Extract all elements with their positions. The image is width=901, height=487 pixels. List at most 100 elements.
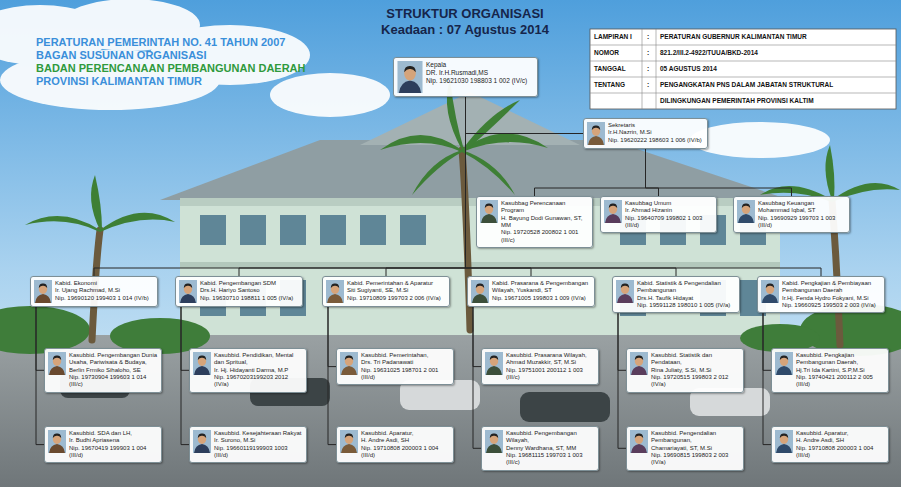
photo-shoulders	[481, 214, 497, 223]
portrait-photo	[761, 280, 779, 303]
photo-shoulders	[194, 366, 210, 375]
chart-heading: BAGAN SUSUNAN ORGANISASI	[36, 49, 207, 61]
photo-hair	[53, 356, 61, 360]
portrait-photo	[48, 352, 66, 375]
photo-ground	[587, 122, 605, 145]
officer-detail: Ir. Budhi Apriasena	[69, 437, 158, 444]
photo-shoulders	[49, 444, 65, 453]
regulation-heading: PERATURAN PEMERINTAH NO. 41 TAHUN 2007	[36, 36, 285, 48]
portrait-photo	[326, 280, 344, 303]
position-title: Kabid. Pemerintahan & Aparatur	[347, 280, 446, 287]
org-connector	[618, 313, 626, 370]
officer-detail: H. Bayung Dodi Gunawan, ST, MM	[501, 215, 589, 230]
table-cell: :	[647, 49, 649, 56]
photo-face	[404, 67, 416, 81]
position-box: Kasubbid. Statistik dan Pendataan,Rina J…	[626, 348, 744, 393]
photo-shoulders	[180, 294, 196, 303]
officer-detail: Nip. 19591128 198010 1 005 (IV/a)	[637, 302, 736, 309]
portrait-photo	[630, 352, 648, 375]
photo-shoulders	[194, 444, 210, 453]
org-connector	[466, 97, 822, 276]
portrait-photo	[630, 430, 648, 453]
position-box: Kabid. Prasarana & Pengembangan Wilayah,…	[467, 276, 595, 307]
org-connector	[646, 149, 792, 196]
photo-shoulders	[776, 444, 792, 453]
position-box: Kasubbag Perencanaan ProgramH. Bayung Do…	[476, 196, 593, 248]
officer-detail: Nip. 19660925 199503 2 003 (IV/a)	[782, 302, 881, 309]
photo-shoulders	[486, 444, 502, 453]
photo-ground	[485, 430, 503, 453]
photo-hair	[490, 434, 498, 438]
photo-hair	[345, 356, 353, 360]
photo-ground	[775, 352, 793, 375]
position-title: Sekretaris	[608, 122, 704, 129]
photo-ground	[630, 352, 648, 375]
photo-face	[485, 204, 493, 214]
photo-shoulders	[631, 366, 647, 375]
officer-detail: Denny Wardhana, ST, MM	[506, 445, 595, 452]
photo-face	[766, 284, 774, 294]
text-column: Kasubbid. Pengembangan Dunia Usaha, Pari…	[69, 352, 158, 389]
text-column: Kabid. EkonomiIr. Ujang Rachmad, M.SiNip…	[55, 280, 154, 302]
photo-shoulders	[776, 366, 792, 375]
officer-detail: Nip. 19630710 198811 1 005 (IV/a)	[200, 295, 299, 302]
photo-ground	[193, 430, 211, 453]
photo-shoulders	[588, 136, 604, 145]
portrait-photo	[737, 200, 755, 223]
position-title: Kepala	[426, 61, 534, 69]
photo-hair	[53, 434, 61, 438]
officer-detail: Nip. 19631025 198701 2 001 (III/d)	[361, 367, 450, 382]
org-connector	[466, 97, 532, 276]
position-title: Kasubbid. Prasarana Wilayah,	[506, 352, 595, 359]
photo-shoulders	[35, 294, 51, 303]
position-title: Kabid. Prasarana & Pengembangan Wilayah,…	[492, 280, 591, 295]
officer-detail: Ir.H.Nazrin, M.Si	[608, 129, 704, 136]
photo-hair	[635, 356, 643, 360]
text-column: Kabid. Pengembangan SDMDrs.H. Hariyo San…	[200, 280, 299, 302]
position-title: Kasubbid. Statistik dan Pendataan,	[651, 352, 740, 367]
text-column: Kabid. Pengkajian & Pembiayaan Pembangun…	[782, 280, 881, 309]
officer-detail: Nip. 19690815 199803 2 003 (IV/a)	[651, 452, 740, 467]
position-box: SekretarisIr.H.Nazrin, M.SiNip. 19620222…	[583, 118, 708, 149]
org-connector	[181, 307, 189, 445]
position-box: Kabid. Pemerintahan & AparaturSiti Sugiy…	[322, 276, 450, 307]
photo-ground	[340, 352, 358, 375]
position-box: Kasubbid. Pemerintahan,Drs. Tri Padanawa…	[336, 348, 454, 385]
officer-detail: Nip. 19670419 199903 1 004 (III/d)	[69, 445, 158, 460]
photo-hair	[742, 204, 750, 208]
officer-detail: Rina Juliaty, S.Si, M.Si	[651, 367, 740, 374]
photo-shoulders	[49, 366, 65, 375]
photo-shoulders	[762, 294, 778, 303]
officer-detail: Nip. 19620222 198603 1 006 (IV/b)	[608, 137, 704, 144]
officer-detail: Ir. Surono, M.Si	[214, 437, 303, 444]
position-box: Kasubbid. Pengkajian Pembangunan Daerah,…	[771, 348, 889, 393]
province-heading: PROVINSI KALIMANTAN TIMUR	[36, 75, 202, 87]
photo-hair	[490, 356, 498, 360]
position-title: Kasubbid. Pengendalian Pembangunan,	[651, 430, 740, 445]
photo-ground	[761, 280, 779, 303]
officer-detail: Ahmad Muzakkir, ST, M.Si	[506, 359, 595, 366]
portrait-photo	[775, 352, 793, 375]
officer-detail: Ir. Hj. Hidayanti Darma, M.P	[214, 367, 303, 374]
photo-hair	[485, 204, 493, 208]
officer-detail: Nip. 19671005 199803 1 009 (IV/a)	[492, 295, 591, 302]
text-column: Kasubbag UmumIr. Ahmad HizaninNip. 19640…	[625, 200, 713, 229]
photo-face	[198, 356, 206, 366]
photo-shoulders	[327, 294, 343, 303]
text-column: Kasubbag KeuanganMohammad Iqbal, STNip. …	[758, 200, 846, 229]
photo-face	[490, 434, 498, 444]
table-cell: PENGANGKATAN PNS DALAM JABATAN STRUKTURA…	[660, 81, 833, 88]
photo-face	[609, 204, 617, 214]
officer-detail: Drs.H. Hariyo Santoso	[200, 287, 299, 294]
photo-shoulders	[738, 214, 754, 223]
officer-detail: H. Andre Asdi, SH	[796, 437, 885, 444]
position-title: Kasubbid. Aparatur,	[361, 430, 450, 437]
text-column: Kasubbid. Kesejahteraan RakyatIr. Surono…	[214, 430, 303, 459]
photo-shoulders	[605, 214, 621, 223]
officer-detail: DR. Ir.H.Rusmadi,MS	[426, 69, 534, 77]
photo-face	[198, 434, 206, 444]
photo-face	[780, 356, 788, 366]
org-connector	[535, 149, 646, 196]
org-connector	[466, 97, 584, 134]
